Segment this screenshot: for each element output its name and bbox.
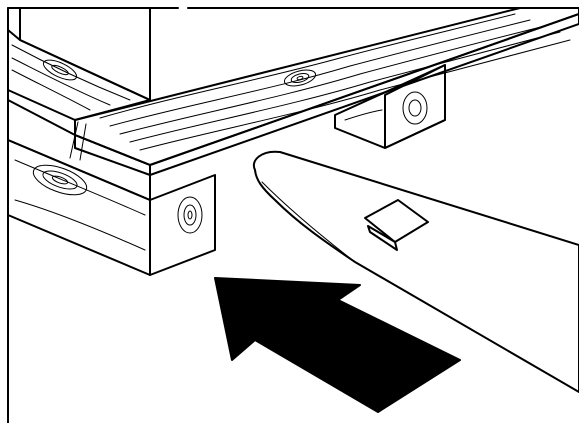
pallet-front-block xyxy=(7,99,216,276)
pallet-back-board xyxy=(7,29,151,121)
direction-arrow-icon xyxy=(214,277,461,413)
pallet-right-block xyxy=(334,64,446,149)
forklift-fork xyxy=(252,150,579,393)
fork-slot xyxy=(364,199,429,243)
